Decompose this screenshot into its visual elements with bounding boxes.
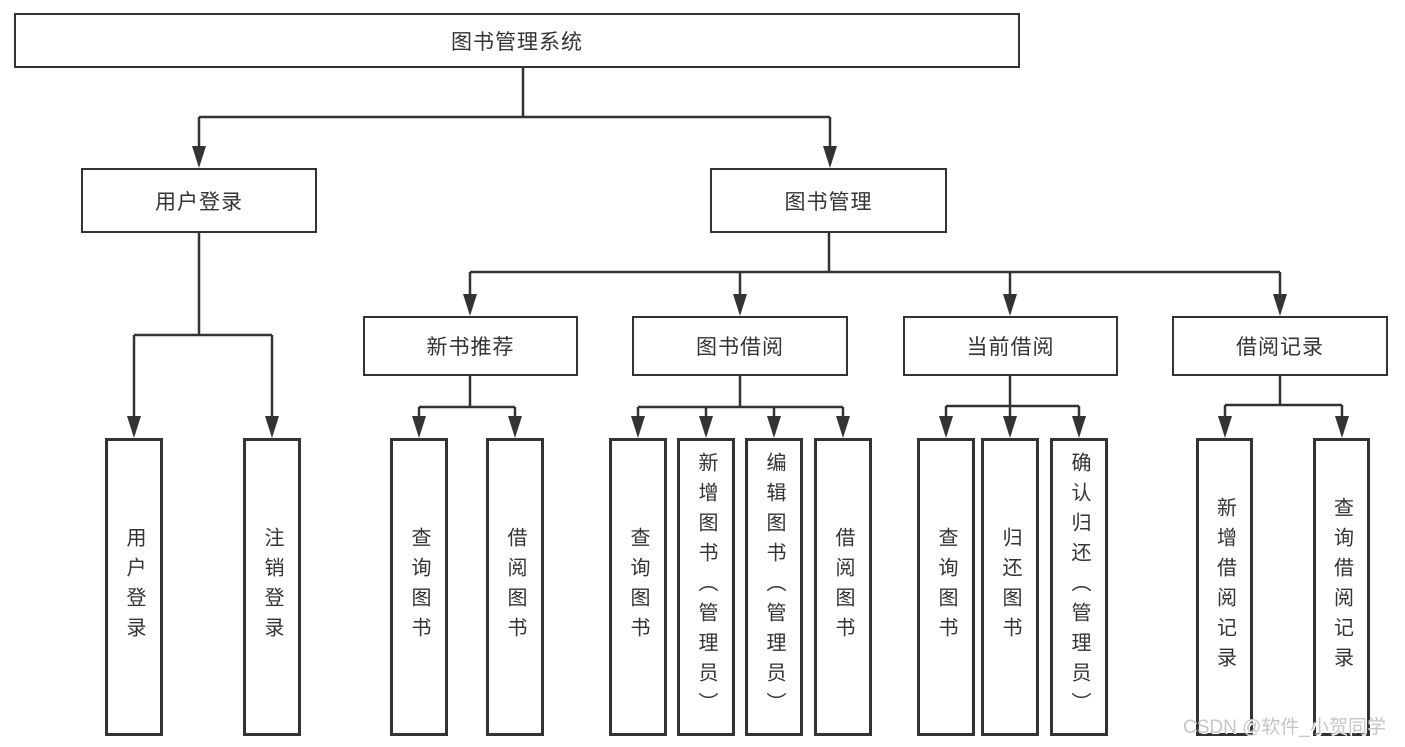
arrow-icon xyxy=(767,416,781,438)
leaf-borrow-books: 借阅图书 xyxy=(814,438,872,736)
leaf-edit-book-admin: 编辑图书（管理员） xyxy=(745,438,803,736)
node-library-system: 图书管理系统 xyxy=(14,13,1020,68)
leaf-logout: 注销登录 xyxy=(243,438,301,736)
node-label: 图书管理 xyxy=(784,190,873,214)
arrow-icon xyxy=(733,294,747,316)
arrow-icon xyxy=(1003,294,1017,316)
leaf-label: 查询借阅记录 xyxy=(1330,497,1353,677)
leaf-query-books-borrow: 查询图书 xyxy=(609,438,667,736)
arrowheads xyxy=(127,146,1349,438)
leaf-label: 借阅图书 xyxy=(832,527,854,647)
node-label: 图书管理系统 xyxy=(451,30,583,54)
node-label: 当前借阅 xyxy=(966,336,1055,359)
node-label: 新书推荐 xyxy=(426,336,515,359)
leaf-label: 查询图书 xyxy=(408,527,430,647)
tree-edges xyxy=(132,68,1344,420)
leaf-label: 编辑图书（管理员） xyxy=(763,452,785,722)
leaf-return-books: 归还图书 xyxy=(981,438,1039,736)
arrow-icon xyxy=(1218,416,1232,438)
node-book-management: 图书管理 xyxy=(710,168,947,233)
leaf-label: 新增借阅记录 xyxy=(1213,497,1236,677)
arrow-icon xyxy=(699,416,713,438)
arrow-icon xyxy=(412,416,426,438)
leaf-label: 确认归还（管理员） xyxy=(1068,452,1090,722)
node-current-borrow: 当前借阅 xyxy=(903,316,1118,376)
leaf-label: 借阅图书 xyxy=(504,527,526,647)
node-book-borrow: 图书借阅 xyxy=(632,316,848,376)
arrow-icon xyxy=(508,416,522,438)
arrow-icon xyxy=(836,416,850,438)
node-borrow-records: 借阅记录 xyxy=(1172,316,1388,376)
arrow-icon xyxy=(939,416,953,438)
watermark: CSDN @软件_小贺同学 xyxy=(1183,717,1386,738)
arrow-icon xyxy=(463,294,477,316)
leaf-confirm-return-admin: 确认归还（管理员） xyxy=(1050,438,1108,736)
arrow-icon xyxy=(631,416,645,438)
arrow-icon xyxy=(127,416,141,438)
node-label: 图书借阅 xyxy=(696,336,784,359)
node-label: 借阅记录 xyxy=(1236,336,1324,359)
arrow-icon xyxy=(265,416,279,438)
leaf-query-borrow-record: 查询借阅记录 xyxy=(1313,438,1370,736)
arrow-icon xyxy=(1003,416,1017,438)
leaf-add-borrow-record: 新增借阅记录 xyxy=(1196,438,1253,736)
arrow-icon xyxy=(1072,416,1086,438)
leaf-label: 查询图书 xyxy=(627,527,649,647)
node-user-login: 用户登录 xyxy=(81,168,317,233)
node-label: 用户登录 xyxy=(155,190,243,214)
leaf-label: 归还图书 xyxy=(999,527,1021,647)
leaf-query-books-recommend: 查询图书 xyxy=(390,438,448,736)
leaf-add-book-admin: 新增图书（管理员） xyxy=(677,438,735,736)
leaf-label: 注销登录 xyxy=(261,527,283,647)
leaf-label: 用户登录 xyxy=(123,527,145,647)
leaf-label: 查询图书 xyxy=(935,527,957,647)
arrow-icon xyxy=(1273,294,1287,316)
arrow-icon xyxy=(1335,416,1349,438)
node-new-book-recommend: 新书推荐 xyxy=(363,316,578,376)
leaf-label: 新增图书（管理员） xyxy=(695,452,717,722)
leaf-user-login: 用户登录 xyxy=(105,438,163,736)
arrow-icon xyxy=(823,146,837,168)
leaf-query-books-current: 查询图书 xyxy=(917,438,975,736)
leaf-borrow-books-recommend: 借阅图书 xyxy=(486,438,544,736)
arrow-icon xyxy=(192,146,206,168)
